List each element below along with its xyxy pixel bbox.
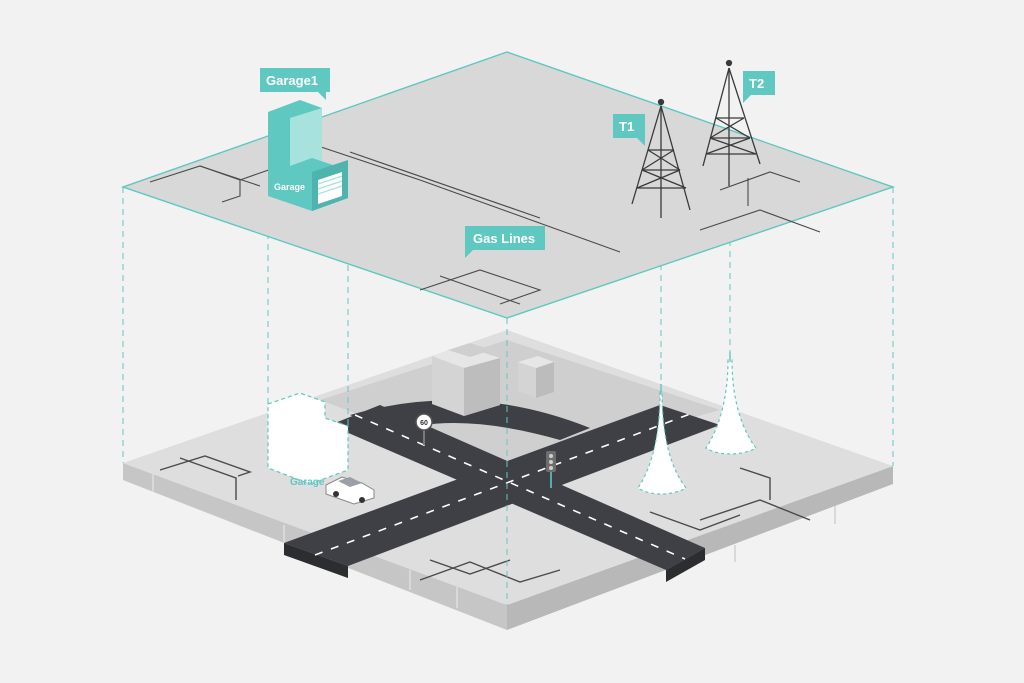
road-curve: [350, 400, 590, 440]
radio-tower-icon: [631, 98, 691, 218]
ground-pipes: [159, 455, 811, 583]
road-cross-side: [666, 548, 705, 582]
callout-t2: T2: [743, 71, 775, 103]
callout-t2-text: T2: [749, 76, 764, 91]
slab-seams: [152, 474, 836, 608]
radio-tower-2-icon: [702, 59, 761, 186]
callout-garage1-text: Garage1: [266, 73, 318, 88]
garage-face-label: Garage: [274, 182, 305, 192]
road-main-side: [284, 543, 348, 578]
building-icon: [432, 343, 500, 416]
digital-layer: Garage: [120, 51, 896, 319]
garage-icon: Garage: [268, 100, 348, 211]
traffic-light-icon: [546, 451, 556, 488]
callout-t1: T1: [613, 114, 645, 146]
top-plane-lines: [149, 139, 821, 305]
ghost-garage: Garage: [267, 392, 349, 488]
top-plane: [120, 51, 896, 319]
speed-sign-icon: 60: [415, 413, 433, 445]
ghost-tower-2: [705, 352, 757, 455]
ghost-garage-label: Garage: [290, 477, 325, 488]
ground-layer: 60 Garage: [123, 330, 893, 630]
road-cross: [330, 405, 705, 570]
car-icon: [325, 476, 375, 505]
callout-garage1: Garage1: [260, 68, 330, 100]
speed-sign-value: 60: [420, 420, 428, 427]
building-small-icon: [518, 356, 554, 398]
ghost-tower-1: [637, 384, 687, 495]
callout-gas-lines: Gas Lines: [465, 226, 545, 258]
callout-gas-lines-text: Gas Lines: [473, 231, 535, 246]
callout-t1-text: T1: [619, 119, 634, 134]
